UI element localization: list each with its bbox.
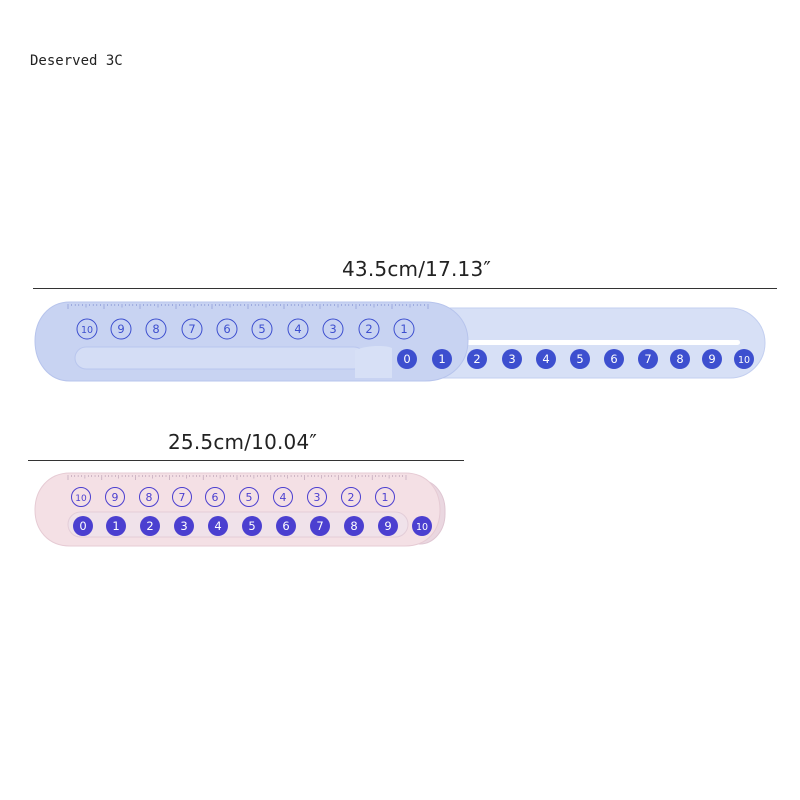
small-top-circle: [341, 487, 361, 507]
small-top-number: 9: [112, 491, 119, 504]
large-bottom-number: 6: [610, 352, 617, 366]
large-top-circle: [251, 318, 273, 340]
large-ruler-dimension-line: [33, 288, 777, 289]
small-bottom-number: 2: [146, 519, 153, 533]
small-top-number: 4: [280, 491, 287, 504]
large-top-circle: [287, 318, 309, 340]
large-top-number: 7: [188, 322, 195, 336]
small-top-number: 7: [179, 491, 186, 504]
small-bottom-circle: [73, 516, 93, 536]
small-top-circle: [105, 487, 125, 507]
large-top-circle: [322, 318, 344, 340]
large-bottom-number: 1: [438, 352, 445, 366]
small-top-circle: [307, 487, 327, 507]
large-top-number: 10: [81, 325, 93, 336]
large-ruler-window: [74, 346, 366, 370]
small-top-number: 8: [146, 491, 153, 504]
large-ruler-dimension-label: 43.5cm/17.13″: [342, 257, 492, 281]
large-bottom-circle: [432, 349, 452, 369]
small-bottom-number: 10: [416, 522, 428, 533]
large-top-number: 1: [400, 322, 407, 336]
small-bottom-number: 7: [316, 519, 323, 533]
small-bottom-number: 8: [350, 519, 357, 533]
small-top-number: 6: [212, 491, 219, 504]
large-bottom-number: 10: [738, 355, 750, 366]
large-bottom-number: 2: [473, 352, 480, 366]
large-bottom-circle: [502, 349, 522, 369]
large-bottom-circle: [467, 349, 487, 369]
small-bottom-circle: [310, 516, 330, 536]
small-top-circle: [375, 487, 395, 507]
small-ruler-dimension-label: 25.5cm/10.04″: [168, 430, 318, 454]
large-bottom-number: 5: [576, 352, 583, 366]
large-bottom-circle: [702, 349, 722, 369]
small-bottom-circle: [412, 516, 432, 536]
large-bottom-number: 7: [644, 352, 651, 366]
large-bottom-circle: [734, 349, 754, 369]
large-top-circle: [216, 318, 238, 340]
large-bottom-circle: [604, 349, 624, 369]
large-bottom-circle: [670, 349, 690, 369]
large-bottom-number: 4: [542, 352, 549, 366]
small-ruler-dimension-line: [28, 460, 464, 461]
small-top-circle: [172, 487, 192, 507]
small-top-circle: [239, 487, 259, 507]
small-bottom-number: 4: [214, 519, 221, 533]
large-ruler-scale: [67, 304, 429, 309]
small-bottom-number: 6: [282, 519, 289, 533]
small-top-circle: [139, 487, 159, 507]
large-top-number: 5: [258, 322, 265, 336]
small-top-circle: [205, 487, 225, 507]
large-top-number: 6: [223, 322, 230, 336]
small-bottom-circle: [344, 516, 364, 536]
watermark-text: Deserved 3C: [30, 53, 123, 69]
large-ruler-slider-tab[interactable]: [355, 345, 392, 378]
small-bottom-number: 9: [384, 519, 391, 533]
small-bottom-circle: [174, 516, 194, 536]
large-ruler: 10 9 8 7 6 5 4 3 2 1 0 1 2 3 4 5 6 7 8 9 10: [34, 301, 766, 382]
small-bottom-circle: [140, 516, 160, 536]
large-top-number: 8: [152, 322, 159, 336]
large-top-number: 9: [117, 322, 124, 336]
small-ruler-scale: [67, 475, 407, 480]
large-bottom-circle: [570, 349, 590, 369]
small-top-number: 3: [314, 491, 321, 504]
large-top-circle: [76, 318, 98, 340]
small-bottom-number: 3: [180, 519, 187, 533]
large-bottom-number: 9: [708, 352, 715, 366]
small-top-circle: [273, 487, 293, 507]
small-top-circle: [71, 487, 91, 507]
large-bottom-circle: [638, 349, 658, 369]
large-top-circle: [181, 318, 203, 340]
small-bottom-number: 5: [248, 519, 255, 533]
large-top-number: 4: [294, 322, 301, 336]
large-top-number: 3: [329, 322, 336, 336]
large-bottom-circle: [536, 349, 556, 369]
large-bottom-number: 3: [508, 352, 515, 366]
small-bottom-circle: [276, 516, 296, 536]
large-ruler-slot: [455, 340, 740, 345]
small-ruler: 10 9 8 7 6 5 4 3 2 1 0 1 2 3 4 5 6 7 8 9 10: [34, 472, 446, 547]
large-top-circle: [110, 318, 132, 340]
small-top-number: 1: [382, 491, 389, 504]
small-bottom-circle: [378, 516, 398, 536]
large-top-circle: [393, 318, 415, 340]
small-bottom-circle: [242, 516, 262, 536]
large-top-circle: [358, 318, 380, 340]
large-top-circle: [145, 318, 167, 340]
small-top-number: 2: [348, 491, 355, 504]
small-bottom-circle: [106, 516, 126, 536]
small-bottom-circle: [208, 516, 228, 536]
large-bottom-circle: [397, 349, 417, 369]
large-bottom-number: 8: [676, 352, 683, 366]
small-top-number: 5: [246, 491, 253, 504]
small-bottom-number: 0: [79, 519, 86, 533]
small-top-number: 10: [75, 494, 87, 504]
large-top-number: 2: [365, 322, 372, 336]
small-bottom-number: 1: [112, 519, 119, 533]
large-bottom-number: 0: [403, 352, 410, 366]
